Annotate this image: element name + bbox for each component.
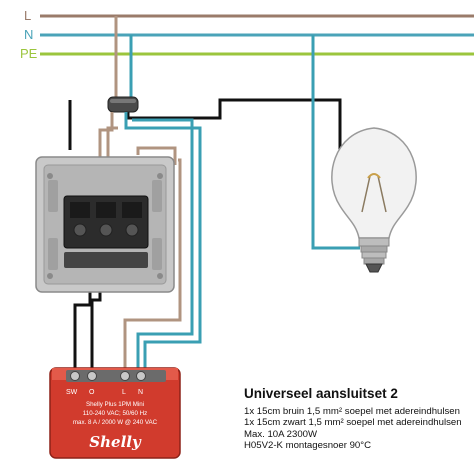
terminal-o-label: O bbox=[89, 389, 95, 396]
terminal-l-screw bbox=[120, 371, 130, 381]
terminal-o-screw bbox=[87, 371, 97, 381]
lamp-black-wire bbox=[218, 98, 342, 160]
rail-l-label: L bbox=[24, 8, 31, 23]
terminal-sw-screw bbox=[70, 371, 80, 381]
light-bulb-icon bbox=[331, 127, 417, 273]
lamp-return-wire-top bbox=[126, 108, 222, 120]
caption-line-1: 1x 15cm bruin 1,5 mm² soepel met aderein… bbox=[244, 406, 460, 417]
brown-to-switch bbox=[98, 112, 114, 160]
shelly-logo: Shelly bbox=[89, 433, 142, 451]
module-voltage-text: 110-240 VAC; 50/60 Hz bbox=[83, 410, 147, 417]
terminal-sw-label: SW bbox=[66, 389, 78, 396]
brown-switch-loop bbox=[136, 146, 177, 165]
blue-to-module-n bbox=[124, 112, 202, 370]
feed-wires bbox=[114, 16, 133, 97]
brown-branch bbox=[106, 126, 118, 162]
caption-line-3: Max. 10A 2300W bbox=[244, 428, 318, 440]
rail-pe-label: PE bbox=[20, 46, 38, 61]
rail-n-label: N bbox=[24, 27, 33, 42]
module-rating-text: max. 8 A / 2000 W @ 240 VAC bbox=[73, 419, 158, 426]
brown-to-module-l bbox=[123, 158, 182, 370]
switch-wires bbox=[68, 100, 202, 370]
caption-line-2: 1x 15cm zwart 1,5 mm² soepel met aderein… bbox=[244, 417, 462, 429]
shelly-module: SW O L N Shelly Plus 1PM Mini 110-240 VA… bbox=[49, 367, 181, 459]
power-rails: L N PE bbox=[20, 8, 474, 61]
caption-line-4: H05V2-K montagesnoer 90°C bbox=[244, 440, 372, 452]
terminal-l-label: L bbox=[122, 389, 126, 396]
caption: Universeel aansluitset 2 1x 15cm bruin 1… bbox=[244, 386, 472, 452]
lamp-blue-wire bbox=[311, 35, 360, 250]
terminal-n-screw bbox=[136, 371, 146, 381]
blue-to-module-l bbox=[132, 118, 194, 370]
wire-clamp bbox=[107, 96, 139, 113]
wall-switch bbox=[35, 156, 175, 293]
terminal-n-label: N bbox=[138, 389, 143, 396]
terminal-block bbox=[66, 370, 166, 382]
caption-title: Universeel aansluitset 2 bbox=[244, 386, 398, 401]
module-model-text: Shelly Plus 1PM Mini bbox=[86, 401, 144, 408]
